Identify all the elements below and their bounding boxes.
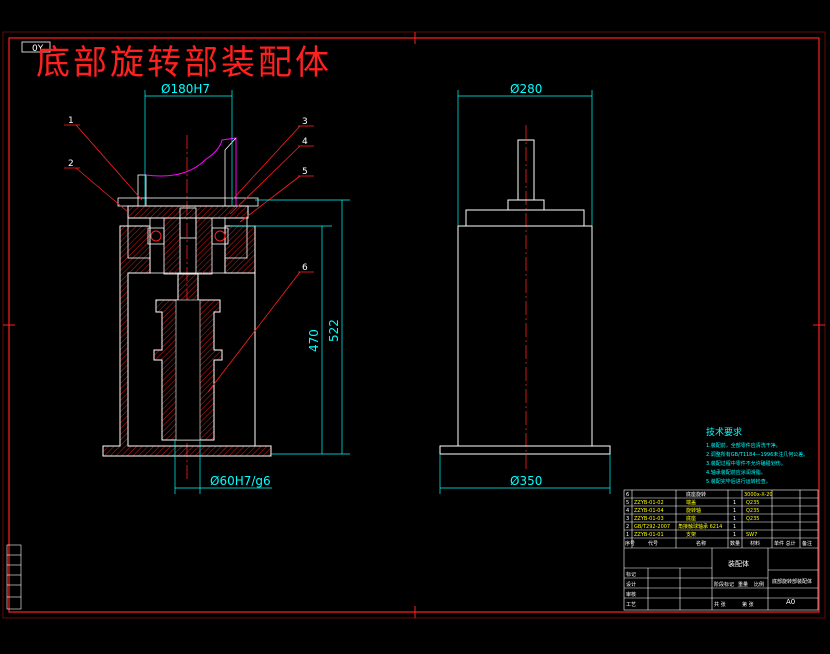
- tb-header-name: 名称: [696, 540, 706, 547]
- balloon-2: 2: [68, 159, 74, 169]
- tb-row2-no: 2: [626, 524, 629, 530]
- dim-height-outer: 522: [327, 319, 341, 342]
- tech-requirements: 技术要求 1.装配前，全部零件应清洗干净。 2.调整所有GB/T1184—199…: [706, 426, 808, 485]
- tb-label-design: 设计: [626, 581, 636, 588]
- tb-row2-code: GB/T292-2007: [634, 524, 670, 530]
- corner-tag: 0Y: [21, 41, 51, 54]
- dim-bore-top: Ø180H7: [161, 82, 210, 96]
- balloon-1: 1: [68, 116, 74, 126]
- tb-stage: 阶段标记: [714, 581, 734, 588]
- tb-row2-name: 角接触球轴承 6214: [678, 523, 722, 530]
- tb-label-mark: 标记: [626, 571, 636, 578]
- dim-right-width-top: Ø280: [510, 82, 542, 96]
- tb-weight: 重量: [738, 581, 748, 588]
- tb-row4-mat: Q235: [746, 508, 759, 514]
- left-dimensions: [144, 90, 350, 494]
- drawing-frame: [2, 31, 826, 619]
- tb-row5-name: 端盖: [686, 499, 696, 506]
- tech-line-1: 1.装配前，全部零件应清洗干净。: [706, 442, 781, 449]
- tb-row3-name: 底座: [686, 515, 696, 522]
- tb-header-note: 备注: [802, 540, 812, 547]
- tb-row3-no: 3: [626, 516, 629, 522]
- tb-row3-qty: 1: [733, 516, 736, 522]
- dim-right-width-bottom: Ø350: [510, 474, 542, 488]
- tb-label-process: 工艺: [626, 602, 636, 608]
- tb-header-qty: 数量: [730, 540, 740, 547]
- tb-label-review: 审核: [626, 591, 636, 598]
- revision-strip: [6, 544, 22, 610]
- tb-sheet-no: 第 张: [742, 601, 754, 608]
- drawing-title: 底部旋转部装配体: [36, 43, 332, 83]
- tb-scale-label: A0: [786, 598, 795, 606]
- part-balloons: 1 2 3 4 5 6: [68, 116, 308, 273]
- tech-line-2: 2.调整所有GB/T1184—1996未注几何公差。: [706, 451, 808, 458]
- title-block-text: 6 底座旋转 3000x-X-20 5 ZZYB-01-02 端盖 1 Q235…: [625, 491, 812, 608]
- tb-header-no: 序号: [625, 540, 635, 547]
- tb-sheets-total: 共 张: [714, 601, 726, 608]
- tb-scale: 比例: [754, 581, 764, 588]
- tb-row6-mat: 3000x-X-20: [744, 492, 773, 498]
- tb-row3-code: ZZYB-01-03: [634, 516, 664, 522]
- dim-shaft-bottom: Ø60H7/g6: [210, 474, 271, 488]
- tb-assembly-name: 装配体: [728, 559, 749, 568]
- tb-assembly-title: 底部旋转部装配体: [772, 578, 812, 585]
- tb-row4-name: 旋转轴: [686, 507, 701, 514]
- tb-row5-mat: Q235: [746, 500, 759, 506]
- dim-height-inner: 470: [307, 329, 321, 352]
- tb-row1-no: 1: [626, 532, 629, 538]
- tb-row1-mat: SW7: [746, 532, 757, 538]
- part-leaders: [64, 124, 314, 393]
- balloon-4: 4: [302, 137, 308, 147]
- balloon-6: 6: [302, 263, 308, 273]
- tb-row5-code: ZZYB-01-02: [634, 500, 664, 506]
- tb-header-code: 代号: [648, 540, 658, 547]
- tb-row4-code: ZZYB-01-04: [634, 508, 664, 514]
- tb-row1-qty: 1: [733, 532, 736, 538]
- tb-row1-code: ZZYB-01-01: [634, 532, 664, 538]
- corner-tag-text: 0Y: [32, 44, 44, 54]
- tb-row4-no: 4: [626, 508, 629, 514]
- title-block: [623, 489, 819, 611]
- tb-row1-name: 支架: [686, 531, 696, 538]
- tb-row5-no: 5: [626, 500, 629, 506]
- elevation-view: [439, 125, 611, 470]
- section-view: [102, 135, 272, 480]
- tb-row2-qty: 1: [733, 524, 736, 530]
- right-dimensions: [439, 90, 611, 494]
- tech-line-5: 5.装配完毕后进行运转检查。: [706, 478, 771, 485]
- tb-row3-mat: Q235: [746, 516, 759, 522]
- tb-row6-name: 底座旋转: [686, 491, 706, 498]
- balloon-3: 3: [302, 117, 308, 127]
- tech-line-3: 3.装配过程中零件不允许磕碰划伤。: [706, 460, 786, 467]
- tb-row5-qty: 1: [733, 500, 736, 506]
- tb-header-weight: 单件 总计: [774, 540, 796, 547]
- tech-line-4: 4.轴承装配前应涂润滑脂。: [706, 469, 766, 476]
- tech-heading: 技术要求: [706, 426, 742, 438]
- balloon-5: 5: [302, 167, 308, 177]
- tb-header-mat: 材料: [750, 540, 760, 547]
- tb-row4-qty: 1: [733, 508, 736, 514]
- tb-row6-no: 6: [626, 492, 629, 498]
